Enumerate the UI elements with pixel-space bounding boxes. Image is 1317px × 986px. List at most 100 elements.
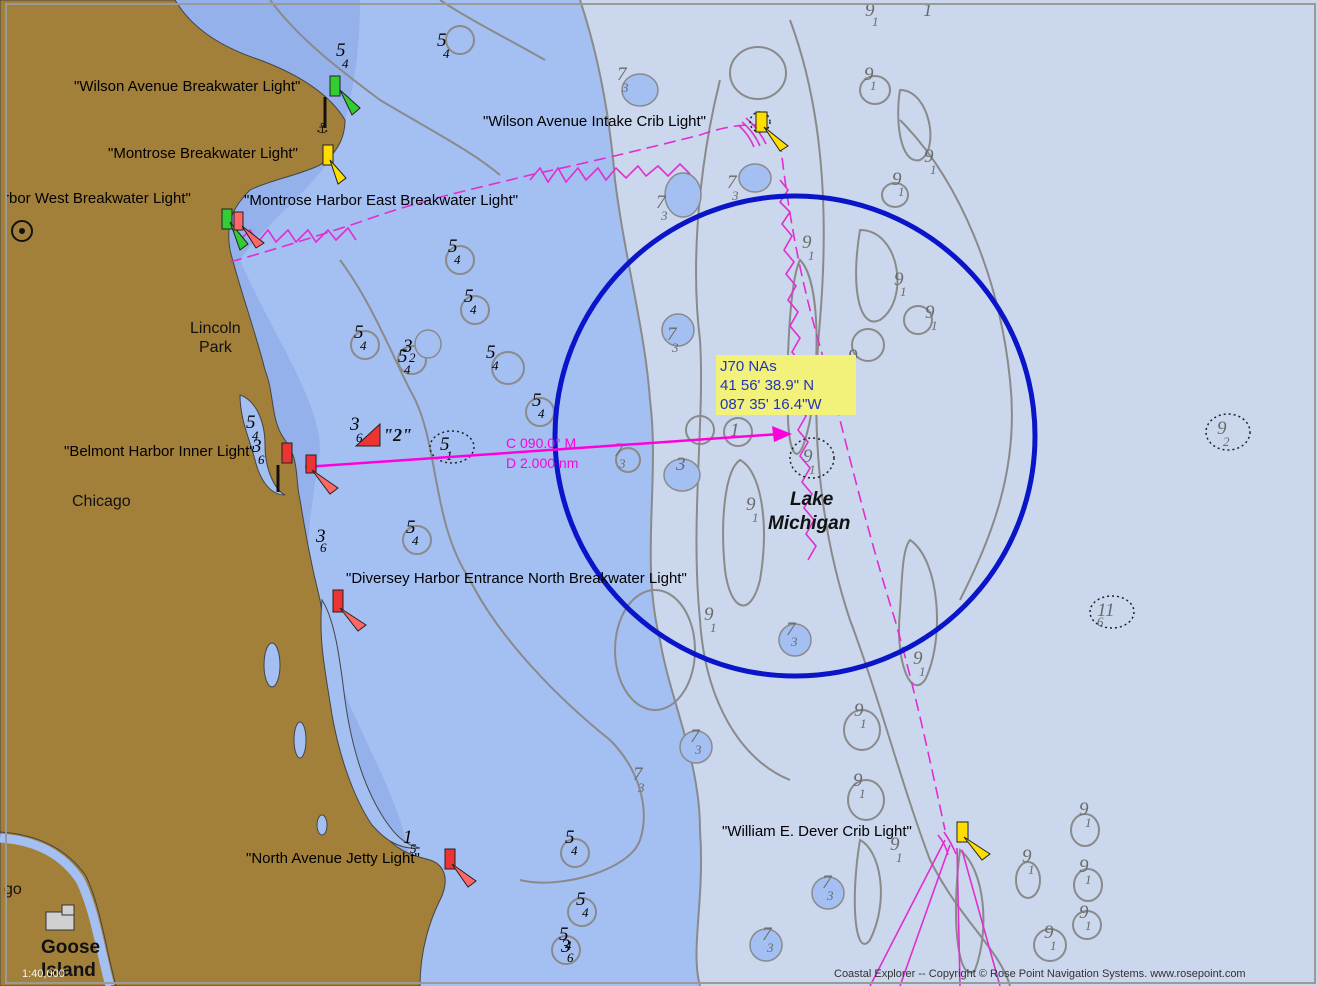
svg-text:4: 4 bbox=[360, 338, 367, 353]
svg-text:3: 3 bbox=[694, 742, 702, 757]
svg-text:9: 9 bbox=[746, 494, 756, 515]
svg-text:6: 6 bbox=[320, 540, 327, 555]
svg-text:9: 9 bbox=[802, 232, 812, 253]
buoy-2-label: "2" bbox=[383, 425, 412, 445]
svg-text:9: 9 bbox=[924, 146, 934, 167]
light-belmont[interactable]: "Belmont Harbor Inner Light" bbox=[64, 442, 339, 495]
svg-text:1: 1 bbox=[923, 0, 933, 21]
svg-text:1: 1 bbox=[900, 284, 907, 299]
svg-text:3: 3 bbox=[766, 940, 774, 955]
svg-text:1: 1 bbox=[896, 850, 903, 865]
light-dever[interactable]: "William E. Dever Crib Light" bbox=[722, 821, 991, 861]
svg-text:9: 9 bbox=[1079, 856, 1089, 877]
light-wilson-crib-label: "Wilson Avenue Intake Crib Light" bbox=[483, 113, 706, 130]
svg-text:9: 9 bbox=[1079, 799, 1089, 820]
route-line[interactable] bbox=[304, 432, 781, 469]
svg-text:9: 9 bbox=[913, 648, 923, 669]
svg-text:4: 4 bbox=[443, 46, 450, 61]
svg-text:1: 1 bbox=[898, 184, 905, 199]
svg-text:5: 5 bbox=[410, 841, 417, 856]
place-lincoln-line-2: Park bbox=[199, 339, 233, 356]
svg-text:1: 1 bbox=[1085, 918, 1092, 933]
buoy-2[interactable]: "2" bbox=[354, 422, 412, 447]
svg-text:7: 7 bbox=[617, 64, 628, 85]
svg-text:1: 1 bbox=[403, 827, 413, 848]
red-triangle-icon bbox=[354, 422, 381, 447]
svg-text:7: 7 bbox=[822, 872, 833, 893]
lagoon bbox=[316, 814, 328, 836]
svg-text:4: 4 bbox=[252, 428, 259, 443]
svg-text:5: 5 bbox=[406, 517, 416, 538]
light-montrose-west-label: rbor West Breakwater Light" bbox=[4, 190, 191, 207]
svg-text:1: 1 bbox=[752, 510, 759, 525]
svg-text:1: 1 bbox=[1050, 938, 1057, 953]
place-chicago: Chicago bbox=[72, 493, 131, 510]
svg-text:9: 9 bbox=[890, 834, 900, 855]
place-go: go bbox=[4, 881, 22, 898]
scale-text: 1:40,000 bbox=[22, 968, 65, 980]
svg-text:1: 1 bbox=[870, 78, 877, 93]
svg-text:4: 4 bbox=[404, 362, 411, 377]
svg-text:1: 1 bbox=[730, 420, 740, 441]
svg-text:7: 7 bbox=[690, 726, 701, 747]
svg-text:4: 4 bbox=[470, 302, 477, 317]
svg-text:6: 6 bbox=[258, 452, 265, 467]
svg-text:5: 5 bbox=[437, 30, 447, 51]
route-course: C 090.0° M bbox=[506, 435, 576, 451]
svg-text:7: 7 bbox=[667, 324, 678, 345]
svg-text:9: 9 bbox=[803, 446, 813, 467]
svg-text:5: 5 bbox=[559, 924, 569, 945]
svg-text:4: 4 bbox=[454, 252, 461, 267]
svg-text:1: 1 bbox=[859, 786, 866, 801]
svg-text:3: 3 bbox=[671, 340, 679, 355]
target-icon bbox=[11, 220, 33, 242]
svg-text:5: 5 bbox=[576, 889, 586, 910]
svg-text:9: 9 bbox=[704, 604, 714, 625]
place-goose-line-2: Island bbox=[41, 960, 96, 981]
svg-text:9: 9 bbox=[925, 302, 935, 323]
svg-text:2: 2 bbox=[409, 350, 416, 365]
route-distance: D 2.000 nm bbox=[506, 455, 578, 471]
svg-text:2: 2 bbox=[1223, 434, 1230, 449]
light-diversey[interactable]: "Diversey Harbor Entrance North Breakwat… bbox=[332, 570, 687, 632]
svg-text:5: 5 bbox=[532, 390, 542, 411]
land-area bbox=[0, 0, 446, 986]
svg-text:7: 7 bbox=[633, 764, 644, 785]
svg-text:5: 5 bbox=[448, 236, 458, 257]
shoals bbox=[414, 73, 845, 962]
light-wilson-breakwater-label: "Wilson Avenue Breakwater Light" bbox=[74, 78, 300, 95]
svg-text:5: 5 bbox=[440, 434, 450, 455]
svg-text:1: 1 bbox=[860, 716, 867, 731]
svg-text:1: 1 bbox=[1085, 815, 1092, 830]
place-goose-line-1: Goose bbox=[41, 937, 100, 958]
svg-text:11: 11 bbox=[1097, 600, 1115, 621]
svg-text:5: 5 bbox=[486, 342, 496, 363]
light-dever-label: "William E. Dever Crib Light" bbox=[722, 823, 912, 840]
harbor-water bbox=[320, 598, 421, 849]
svg-text:1: 1 bbox=[446, 448, 453, 463]
light-montrose-east[interactable]: "Montrose Harbor East Breakwater Light" bbox=[233, 192, 518, 249]
light-wilson-breakwater[interactable]: ⚓ "Wilson Avenue Breakwater Light" bbox=[74, 75, 361, 137]
light-wilson-crib[interactable]: "Wilson Avenue Intake Crib Light" bbox=[483, 111, 789, 152]
river bbox=[0, 833, 115, 986]
range-circle[interactable] bbox=[552, 193, 1038, 679]
svg-text:3: 3 bbox=[402, 336, 413, 357]
svg-text:5: 5 bbox=[464, 286, 474, 307]
light-montrose-breakwater[interactable]: "Montrose Breakwater Light" bbox=[108, 144, 347, 185]
svg-text:1: 1 bbox=[808, 248, 815, 263]
svg-text:7: 7 bbox=[762, 924, 773, 945]
svg-text:1: 1 bbox=[1028, 862, 1035, 877]
light-diversey-label: "Diversey Harbor Entrance North Breakwat… bbox=[346, 570, 687, 587]
svg-text:3: 3 bbox=[660, 208, 668, 223]
light-wilson-breakwater-icon: ⚓ bbox=[316, 121, 329, 137]
svg-text:1: 1 bbox=[872, 14, 879, 29]
position-info-box[interactable]: J70 NAs 41 56' 38.9" N 087 35' 16.4"W bbox=[716, 355, 856, 415]
light-north-ave[interactable]: "North Avenue Jetty Light" bbox=[246, 848, 477, 888]
building-icon bbox=[45, 904, 75, 931]
svg-text:5: 5 bbox=[336, 40, 346, 61]
svg-text:3: 3 bbox=[790, 634, 798, 649]
svg-text:3: 3 bbox=[618, 456, 626, 471]
svg-text:1: 1 bbox=[919, 664, 926, 679]
svg-text:4: 4 bbox=[565, 938, 572, 953]
